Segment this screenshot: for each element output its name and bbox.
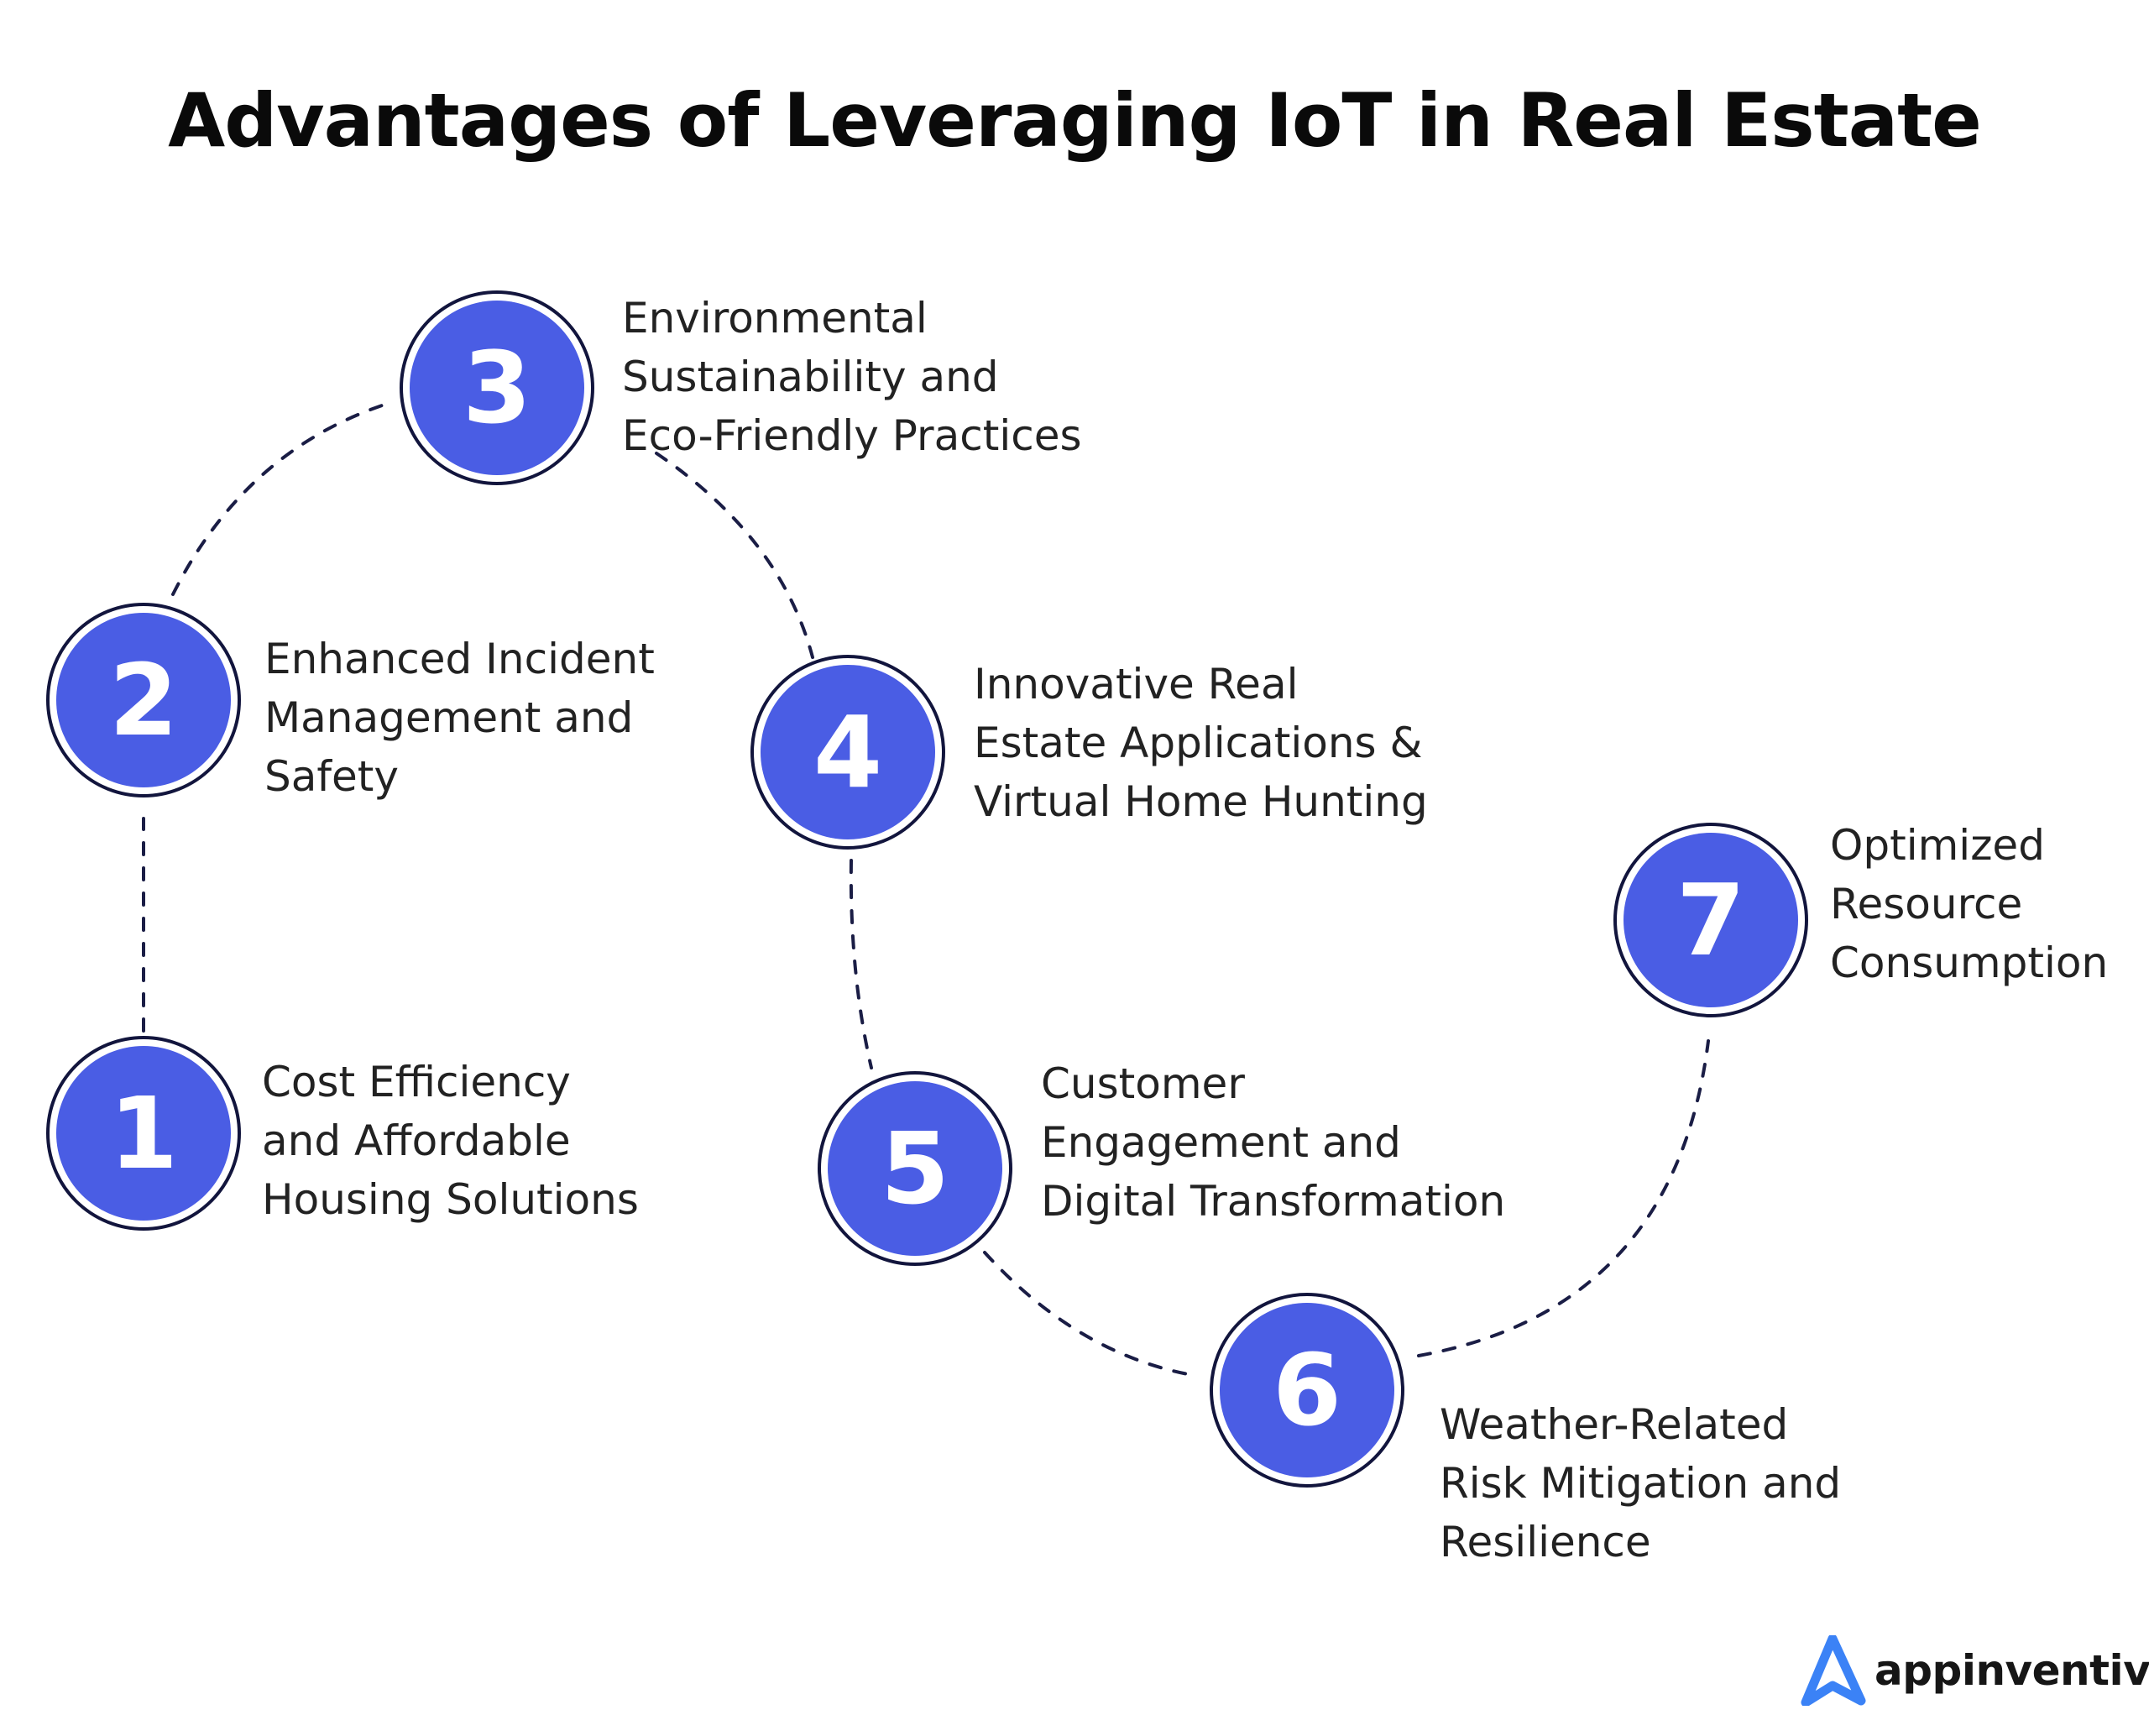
appinventiv-mark-icon <box>1801 1635 1866 1706</box>
step-2-label: Enhanced Incident Management and Safety <box>264 635 655 801</box>
step-2-number: 2 <box>56 613 231 787</box>
page-title: Advantages of Leveraging IoT in Real Est… <box>168 77 1982 164</box>
step-5-label: Customer Engagement and Digital Transfor… <box>1041 1059 1506 1226</box>
brand-name: appinventiv <box>1874 1646 2149 1695</box>
step-3-number: 3 <box>410 301 584 475</box>
step-5-number: 5 <box>828 1081 1002 1256</box>
connector-5-6 <box>983 1251 1190 1376</box>
step-3-badge: 3 <box>400 290 594 485</box>
step-6-label: Weather-Related Risk Mitigation and Resi… <box>1440 1400 1842 1566</box>
step-4-label: Innovative Real Estate Applications & Vi… <box>974 660 1428 826</box>
step-2-badge: 2 <box>46 603 241 797</box>
connector-4-5 <box>849 859 873 1069</box>
step-1-label: Cost Efficiency and Affordable Housing S… <box>262 1058 639 1224</box>
step-7-badge: 7 <box>1613 823 1808 1017</box>
step-7-label: Optimized Resource Consumption <box>1830 821 2109 987</box>
step-5-badge: 5 <box>818 1071 1012 1266</box>
step-7-number: 7 <box>1624 833 1798 1007</box>
step-4-number: 4 <box>761 665 935 839</box>
step-6-number: 6 <box>1220 1303 1394 1477</box>
step-6-badge: 6 <box>1210 1293 1404 1488</box>
step-1-number: 1 <box>56 1046 231 1221</box>
step-1-badge: 1 <box>46 1036 241 1231</box>
connector-2-3 <box>171 404 384 596</box>
step-3-label: Environmental Sustainability and Eco-Fri… <box>622 294 1082 460</box>
brand-logo: appinventiv <box>1799 1635 2149 1706</box>
connector-6-7 <box>1417 1039 1710 1357</box>
step-4-badge: 4 <box>750 655 945 850</box>
connector-3-4 <box>655 452 814 659</box>
